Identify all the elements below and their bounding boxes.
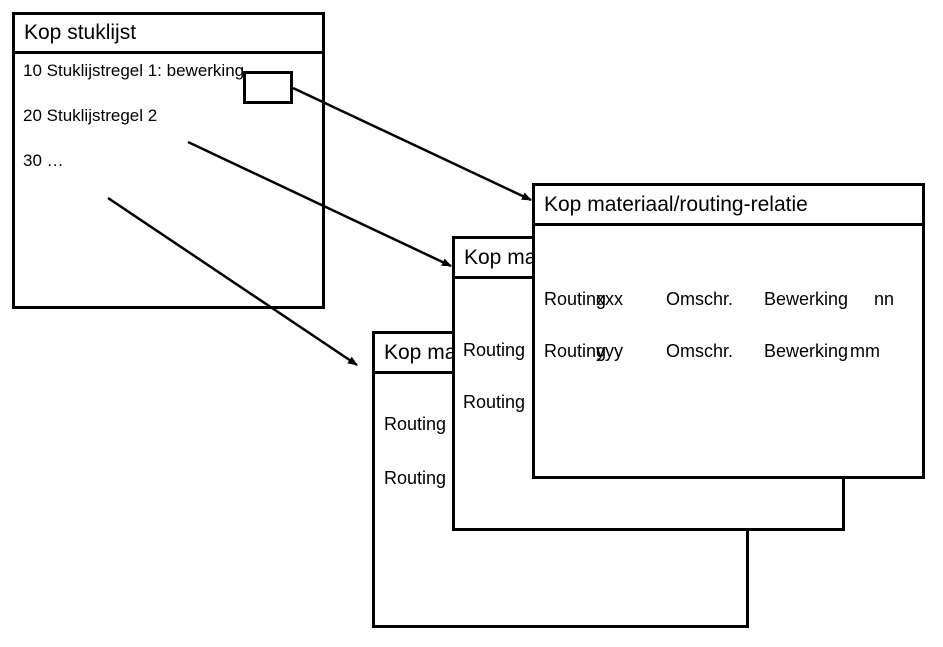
description-label: Omschr. bbox=[666, 289, 734, 309]
bom-box: Kop stuklijst 10 Stuklijstregel 1: bewer… bbox=[12, 12, 325, 309]
bom-header: Kop stuklijst bbox=[15, 15, 322, 54]
operation-label: Bewerking bbox=[764, 341, 849, 361]
relation-row-1: Routing xxx Omschr. Bewerking nn bbox=[544, 289, 922, 311]
bom-line-30: 30 … bbox=[23, 151, 64, 170]
routing-label: Routing bbox=[463, 340, 526, 360]
operation-label: Bewerking bbox=[764, 289, 849, 309]
relation-box-1: Kop materiaal/routing-relatie Routing xx… bbox=[532, 183, 925, 479]
routing-label: Routing bbox=[384, 414, 447, 434]
description-label: Omschr. bbox=[666, 341, 734, 361]
relation-header-1: Kop materiaal/routing-relatie bbox=[535, 186, 922, 226]
relation-row-2: Routing yyy Omschr. Bewerking mm bbox=[544, 341, 922, 363]
arrow-line1-to-box1 bbox=[292, 86, 532, 202]
routing-label: Routing bbox=[544, 289, 607, 309]
routing-id: yyy bbox=[596, 341, 623, 361]
routing-label: Routing bbox=[463, 392, 526, 412]
routing-id: xxx bbox=[596, 289, 623, 309]
bom-line-10: 10 Stuklijstregel 1: bewerking bbox=[23, 61, 245, 80]
routing-label: Routing bbox=[384, 468, 447, 488]
routing-label: Routing bbox=[544, 341, 607, 361]
operation-id: nn bbox=[874, 289, 895, 309]
operation-highlight-box bbox=[243, 71, 293, 104]
bom-line-20: 20 Stuklijstregel 2 bbox=[23, 106, 158, 125]
operation-id: mm bbox=[850, 341, 880, 361]
